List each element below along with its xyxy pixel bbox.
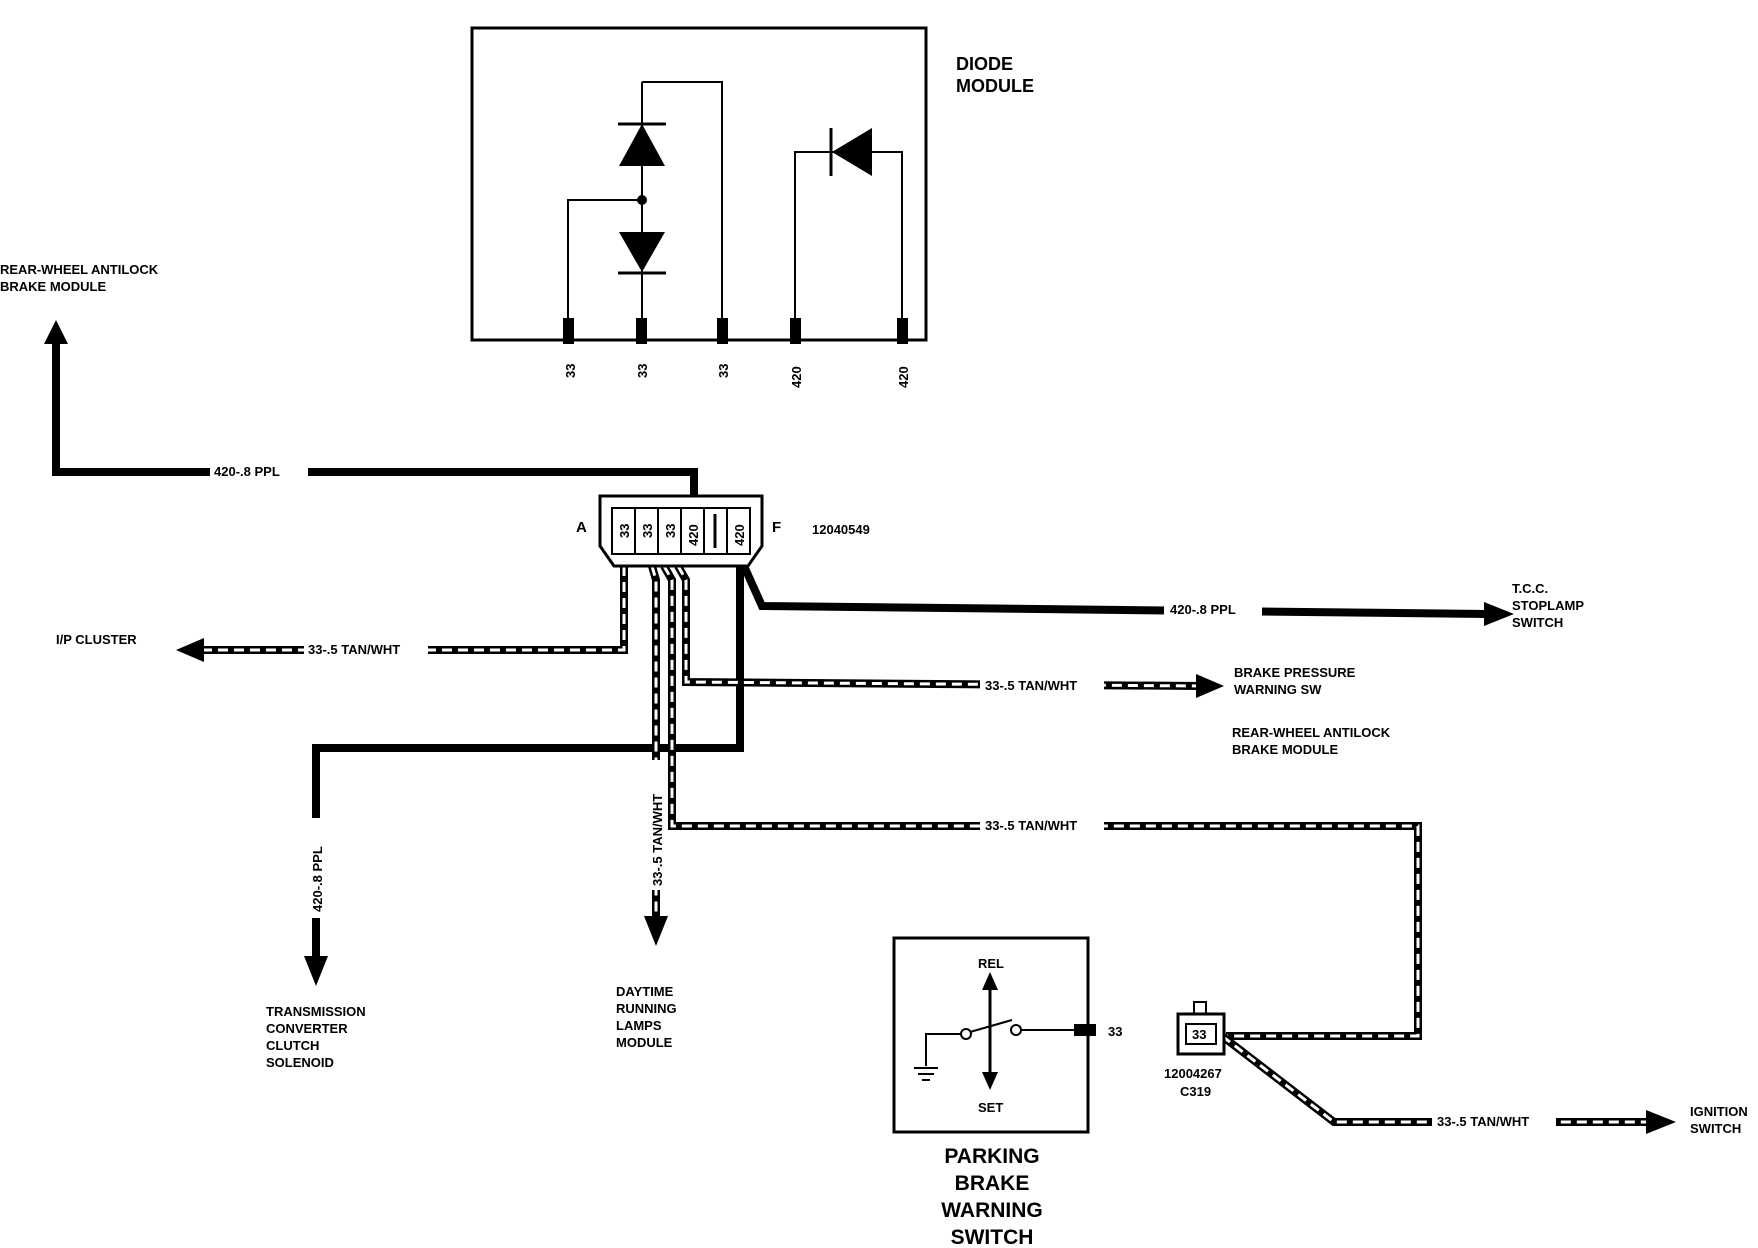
diode-wire-top <box>642 81 723 322</box>
connector-part-number: 12040549 <box>812 522 870 537</box>
connector-c319: 33 12004267 C319 <box>1164 1001 1226 1099</box>
svg-text:SWITCH: SWITCH <box>1690 1121 1741 1136</box>
switch-rel-label: REL <box>978 956 1004 971</box>
wire-tan-ip: 33-.5 TAN/WHT <box>176 566 628 662</box>
label-tcc-stoplamp: T.C.C. STOPLAMP SWITCH <box>1512 581 1584 630</box>
c319-name: C319 <box>1180 1084 1211 1099</box>
diode-upper-icon <box>619 124 665 166</box>
label-rear-abs-top: REAR-WHEEL ANTILOCK BRAKE MODULE <box>0 262 159 294</box>
cavity-6: 420 <box>732 524 747 546</box>
c319-cavity: 33 <box>1192 1027 1206 1042</box>
wire-ppl-tcc: 420-.8 PPL <box>740 564 1514 626</box>
svg-text:BRAKE MODULE: BRAKE MODULE <box>1232 742 1338 757</box>
svg-text:BRAKE MODULE: BRAKE MODULE <box>0 279 106 294</box>
label-drl-module: DAYTIME RUNNING LAMPS MODULE <box>616 984 677 1050</box>
switch-contact <box>969 1019 1013 1033</box>
label-brake-pressure: BRAKE PRESSURE WARNING SW <box>1234 665 1356 697</box>
svg-text:SOLENOID: SOLENOID <box>266 1055 334 1070</box>
wire-label-ppl-top: 420-.8 PPL <box>214 464 280 479</box>
diode-pin-3-label: 33 <box>716 364 731 378</box>
diode-pin-5 <box>897 318 908 344</box>
svg-text:IGNITION: IGNITION <box>1690 1104 1748 1119</box>
wire-label-tan-drl: 33-.5 TAN/WHT <box>650 794 665 886</box>
cavity-3: 33 <box>663 524 678 538</box>
svg-text:STOPLAMP: STOPLAMP <box>1512 598 1584 613</box>
switch-set-label: SET <box>978 1100 1003 1115</box>
svg-text:CONVERTER: CONVERTER <box>266 1021 348 1036</box>
diode-pin-3 <box>717 318 728 344</box>
arrow-down-icon <box>644 916 668 946</box>
svg-text:REAR-WHEEL ANTILOCK: REAR-WHEEL ANTILOCK <box>1232 725 1391 740</box>
wire-label-tan-brake: 33-.5 TAN/WHT <box>985 678 1077 693</box>
wire-ppl-top: 420-.8 PPL <box>44 320 698 500</box>
c319-part-number: 12004267 <box>1164 1066 1222 1081</box>
arrow-right-icon <box>1646 1110 1676 1134</box>
diode-pin-1-label: 33 <box>563 364 578 378</box>
diode-module-box <box>470 26 928 342</box>
parking-switch-title-2: BRAKE <box>955 1172 1030 1195</box>
ground-icon <box>914 1067 938 1081</box>
diode-wire-left <box>567 199 642 322</box>
svg-text:MODULE: MODULE <box>616 1035 673 1050</box>
wire-tan-long: 33-.5 TAN/WHT <box>660 564 1422 1040</box>
diode-right-icon <box>832 128 872 176</box>
diode-lower-icon <box>619 232 665 272</box>
wire-label-tan-ip: 33-.5 TAN/WHT <box>308 642 400 657</box>
diode-module-title-1: DIODE <box>956 54 1013 74</box>
arrow-up-icon <box>982 972 998 990</box>
arrow-up-icon <box>44 320 68 344</box>
wire-label-tan-long: 33-.5 TAN/WHT <box>985 818 1077 833</box>
svg-text:REAR-WHEEL ANTILOCK: REAR-WHEEL ANTILOCK <box>0 262 159 277</box>
diode-pin-2-label: 33 <box>635 364 650 378</box>
label-ignition: IGNITION SWITCH <box>1690 1104 1748 1136</box>
wire-tan-ign: 33-.5 TAN/WHT <box>1219 1032 1676 1134</box>
diode-pin-4 <box>790 318 801 344</box>
arrow-left-icon <box>176 638 204 662</box>
parking-switch-title-4: SWITCH <box>951 1226 1034 1248</box>
parking-switch-title-1: PARKING <box>944 1145 1039 1168</box>
connector-end-a: A <box>576 519 587 536</box>
wire-tan-brake: 33-.5 TAN/WHT <box>674 564 1224 698</box>
label-ip-cluster: I/P CLUSTER <box>56 632 137 647</box>
diode-module-title-2: MODULE <box>956 76 1034 96</box>
diode-pin-5-label: 420 <box>896 366 911 388</box>
label-tcc-solenoid: TRANSMISSION CONVERTER CLUTCH SOLENOID <box>266 1004 366 1070</box>
arrow-down-icon <box>304 956 328 986</box>
connector-end-f: F <box>772 519 781 536</box>
svg-text:WARNING SW: WARNING SW <box>1234 682 1322 697</box>
connector-12040549: 33 33 33 420 420 A F 12040549 <box>576 494 870 568</box>
diode-module: DIODE MODULE 33 33 33 420 420 <box>470 26 1034 388</box>
svg-text:TRANSMISSION: TRANSMISSION <box>266 1004 366 1019</box>
wire-label-ppl-vertical: 420-.8 PPL <box>310 846 325 912</box>
switch-pin-label: 33 <box>1108 1024 1122 1039</box>
svg-text:DAYTIME: DAYTIME <box>616 984 674 999</box>
wire-ppl-solenoid: 420-.8 PPL <box>304 566 744 986</box>
svg-text:BRAKE PRESSURE: BRAKE PRESSURE <box>1234 665 1356 680</box>
arrow-right-icon <box>1484 602 1514 626</box>
svg-text:SWITCH: SWITCH <box>1512 615 1563 630</box>
parking-brake-switch: REL SET 33 PARKING BRAKE WARNING SWITCH <box>892 936 1122 1248</box>
diode-pin-1 <box>563 318 574 344</box>
arrow-right-icon <box>1196 674 1224 698</box>
wire-label-tan-ign: 33-.5 TAN/WHT <box>1437 1114 1529 1129</box>
diode-pin-4-label: 420 <box>789 366 804 388</box>
wire-label-ppl-tcc: 420-.8 PPL <box>1170 602 1236 617</box>
svg-text:CLUTCH: CLUTCH <box>266 1038 319 1053</box>
parking-switch-title-3: WARNING <box>941 1199 1043 1222</box>
cavity-1: 33 <box>617 524 632 538</box>
diode-pin-2 <box>636 318 647 344</box>
switch-terminal <box>1074 1024 1096 1036</box>
cavity-4: 420 <box>686 524 701 546</box>
svg-text:RUNNING: RUNNING <box>616 1001 677 1016</box>
wire-tan-drl: 33-.5 TAN/WHT <box>644 564 668 946</box>
label-rear-abs-mid: REAR-WHEEL ANTILOCK BRAKE MODULE <box>1232 725 1391 757</box>
arrow-down-icon <box>982 1072 998 1090</box>
svg-text:T.C.C.: T.C.C. <box>1512 581 1548 596</box>
cavity-2: 33 <box>640 524 655 538</box>
junction-dot <box>637 195 647 205</box>
svg-text:LAMPS: LAMPS <box>616 1018 662 1033</box>
